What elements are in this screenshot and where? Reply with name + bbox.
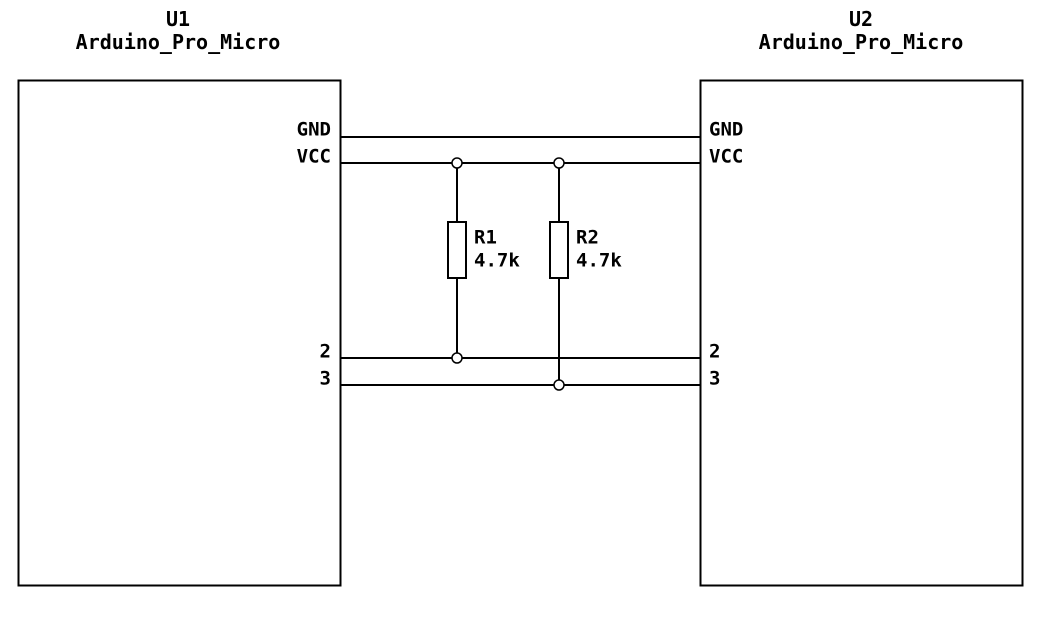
r1-body bbox=[447, 221, 467, 279]
junction-r1-pin2 bbox=[451, 352, 463, 364]
u1-pin-vcc-label: VCC bbox=[296, 145, 331, 168]
u2-reference: U2 bbox=[848, 7, 874, 31]
u2-pin-gnd-label: GND bbox=[709, 118, 744, 141]
r2-reference: R2 bbox=[576, 226, 599, 249]
junction-r2-pin3 bbox=[553, 379, 565, 391]
u2-value: Arduino_Pro_Micro bbox=[758, 30, 964, 54]
r1-reference: R1 bbox=[474, 226, 497, 249]
u1-pin-2-label: 2 bbox=[319, 340, 331, 363]
r1-value: 4.7k bbox=[474, 249, 520, 272]
u1-reference: U1 bbox=[165, 7, 191, 31]
u2-body bbox=[699, 79, 1024, 587]
r2-value: 4.7k bbox=[576, 249, 622, 272]
u2-pin-vcc-label: VCC bbox=[709, 145, 744, 168]
u1-pin-3-label: 3 bbox=[319, 367, 331, 390]
junction-r2-vcc bbox=[553, 157, 565, 169]
u2-pin-3-label: 3 bbox=[709, 367, 721, 390]
r2-body bbox=[549, 221, 569, 279]
junction-r1-vcc bbox=[451, 157, 463, 169]
u2-pin-2-label: 2 bbox=[709, 340, 721, 363]
u1-pin-gnd-label: GND bbox=[296, 118, 331, 141]
u1-value: Arduino_Pro_Micro bbox=[75, 30, 281, 54]
u1-body bbox=[17, 79, 342, 587]
